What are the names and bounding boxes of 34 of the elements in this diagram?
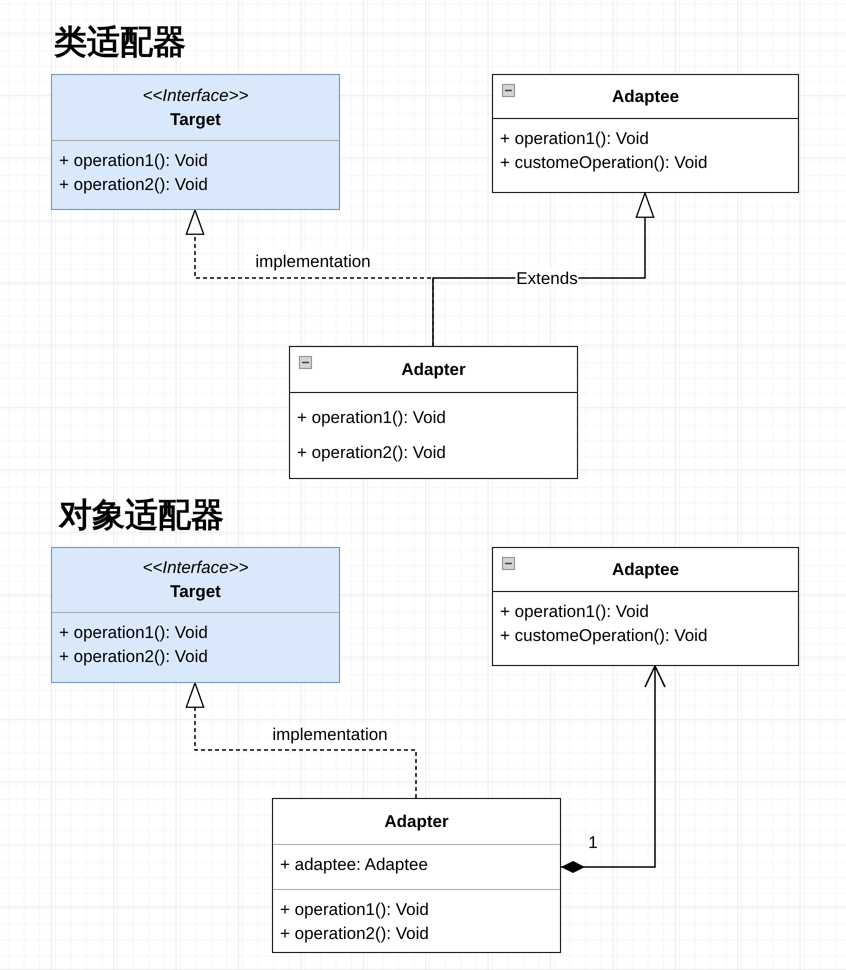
class-box bbox=[492, 547, 799, 666]
edge-label: Extends bbox=[515, 269, 579, 289]
class-name: Adaptee bbox=[612, 558, 680, 580]
class-name: Adapter bbox=[401, 358, 466, 380]
section-heading: 类适配器 bbox=[54, 22, 186, 62]
arrow bbox=[561, 665, 666, 873]
edge-label: implementation bbox=[271, 725, 389, 745]
member-text: + operation1(): Void bbox=[297, 407, 447, 430]
member-text: + customeOperation(): Void bbox=[500, 152, 708, 174]
member-text: + operation1(): Void bbox=[59, 150, 209, 172]
stereotype-label: <<Interface>> bbox=[142, 84, 248, 106]
class-name: Adaptee bbox=[612, 86, 680, 108]
member-text: + operation2(): Void bbox=[59, 174, 209, 196]
member-text: + operation1(): Void bbox=[280, 899, 430, 921]
member-text: + customeOperation(): Void bbox=[500, 625, 708, 647]
section-heading: 对象适配器 bbox=[59, 495, 224, 535]
class-box bbox=[289, 346, 578, 479]
class-box bbox=[492, 74, 799, 193]
class-box bbox=[51, 74, 340, 210]
member-text: + operation1(): Void bbox=[500, 601, 650, 623]
class-name: Target bbox=[170, 108, 221, 131]
class-box bbox=[51, 547, 340, 683]
stereotype-label: <<Interface>> bbox=[142, 557, 248, 579]
member-text: + operation2(): Void bbox=[297, 442, 447, 464]
dashed-arrow bbox=[186, 682, 417, 798]
edge-label: implementation bbox=[254, 252, 372, 272]
member-text: + operation1(): Void bbox=[59, 622, 209, 644]
class-name: Adapter bbox=[384, 810, 449, 832]
class-box bbox=[272, 798, 561, 953]
member-text: + operation2(): Void bbox=[59, 646, 209, 668]
member-text: + adaptee: Adaptee bbox=[280, 854, 429, 876]
member-text: + operation2(): Void bbox=[280, 923, 430, 945]
class-name: Target bbox=[170, 581, 221, 603]
member-text: + operation1(): Void bbox=[500, 128, 650, 150]
